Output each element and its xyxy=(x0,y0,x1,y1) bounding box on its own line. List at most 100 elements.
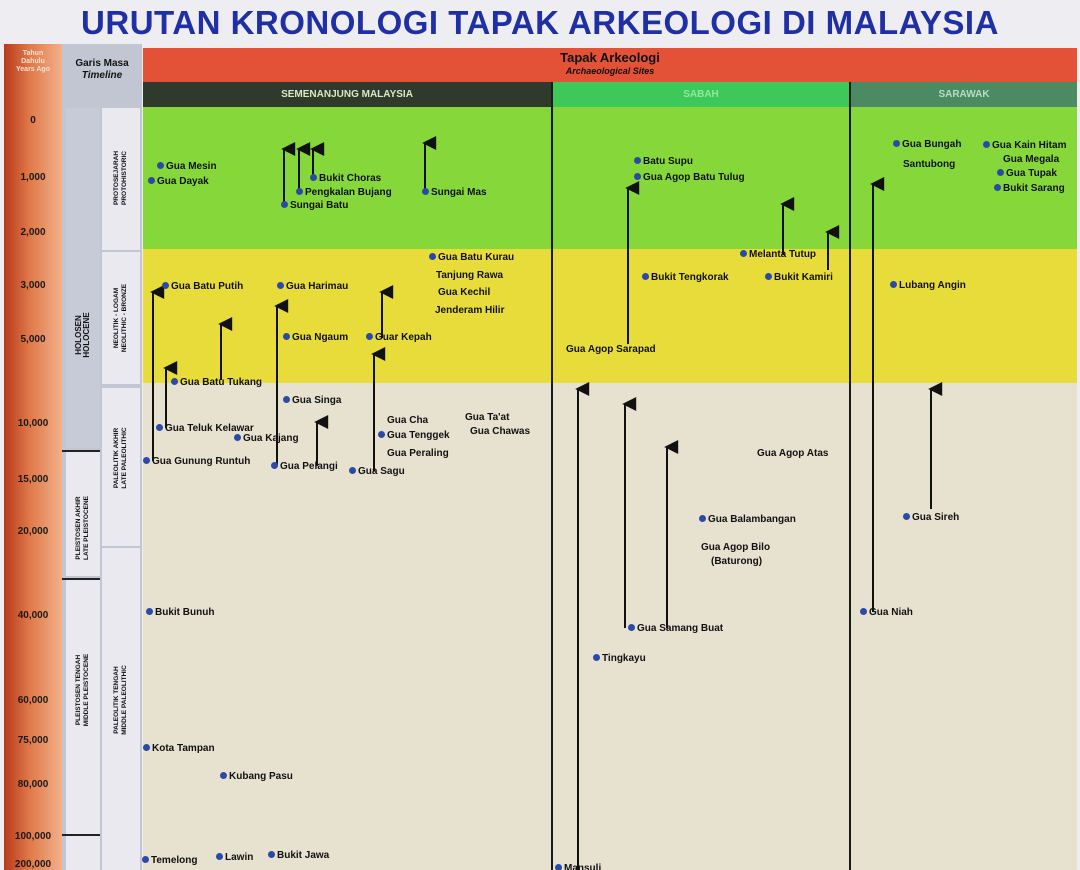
region-header-sarawak: SARAWAK xyxy=(851,82,1077,107)
site-dot-icon xyxy=(983,141,990,148)
site-marker: Bukit Tengkorak xyxy=(642,272,729,284)
site-dot-icon xyxy=(634,157,641,164)
period-box-neolithic xyxy=(102,252,140,384)
site-name: Bukit Tengkorak xyxy=(651,272,729,283)
site-marker: Tanjung Rawa xyxy=(436,270,503,282)
site-name: Gua Ngaum xyxy=(292,332,349,343)
site-name: Bukit Choras xyxy=(319,173,382,184)
year-tick: 75,000 xyxy=(17,735,49,746)
site-marker: Melanta Tutup xyxy=(740,249,816,261)
site-name: Tingkayu xyxy=(602,653,646,664)
site-dot-icon xyxy=(366,333,373,340)
site-marker: Bukit Jawa xyxy=(268,850,329,862)
site-dot-icon xyxy=(903,513,910,520)
site-name: Lawin xyxy=(225,852,254,863)
site-marker: Gua Chawas xyxy=(470,426,530,438)
site-marker: Gua Sagu xyxy=(349,466,405,478)
site-marker: Lubang Angin xyxy=(890,280,966,292)
site-dot-icon xyxy=(216,853,223,860)
site-marker: Sungai Batu xyxy=(281,200,348,212)
year-tick: 15,000 xyxy=(17,474,49,485)
site-name: Gua Niah xyxy=(869,607,913,618)
site-name: Gua Batu Putih xyxy=(171,281,244,292)
year-tick: 80,000 xyxy=(17,779,49,790)
site-name: Gua Megala xyxy=(1003,154,1060,165)
site-dot-icon xyxy=(146,608,153,615)
site-marker: Batu Supu xyxy=(634,156,693,168)
site-name: Gua Sagu xyxy=(358,466,405,477)
site-dot-icon xyxy=(148,177,155,184)
site-marker: Gua Sireh xyxy=(903,512,959,524)
site-name: Gua Pelangi xyxy=(280,461,338,472)
site-marker: Gua Ta'at xyxy=(465,412,509,424)
site-dot-icon xyxy=(283,396,290,403)
site-name: Gua Cha xyxy=(387,415,429,426)
site-marker: Sungai Mas xyxy=(422,187,487,199)
period-box-middle-paleolithic xyxy=(102,548,140,870)
site-dot-icon xyxy=(162,282,169,289)
site-dot-icon xyxy=(699,515,706,522)
period-box-protohistoric xyxy=(102,108,140,250)
site-marker: Tingkayu xyxy=(593,653,646,665)
site-name: Gua Agop Batu Tulug xyxy=(643,172,745,183)
site-marker: Bukit Bunuh xyxy=(146,607,214,619)
site-dot-icon xyxy=(429,253,436,260)
period-box-late-paleolithic xyxy=(102,388,140,546)
year-tick: 100,000 xyxy=(14,831,52,842)
site-dot-icon xyxy=(765,273,772,280)
year-tick: 10,000 xyxy=(17,418,49,429)
year-tick: 200,000 xyxy=(14,859,52,870)
timeline-header: Garis Masa Timeline xyxy=(64,58,140,82)
site-dot-icon xyxy=(143,744,150,751)
site-dot-icon xyxy=(555,864,562,870)
site-dot-icon xyxy=(277,282,284,289)
site-name: Temelong xyxy=(151,855,198,866)
site-dot-icon xyxy=(994,184,1001,191)
site-name: Pengkalan Bujang xyxy=(305,187,392,198)
site-marker: Gua Kain Hitam xyxy=(983,140,1066,152)
site-marker: Gua Gunung Runtuh xyxy=(143,456,250,468)
site-name: Gua Chawas xyxy=(470,426,531,437)
site-marker: Gua Singa xyxy=(283,395,341,407)
site-name: Gua Balambangan xyxy=(708,514,796,525)
site-name: Gua Tenggek xyxy=(387,430,450,441)
site-marker: Gua Dayak xyxy=(148,176,209,188)
site-name: Mansuli xyxy=(564,863,602,870)
site-marker: Gua Agop Batu Tulug xyxy=(634,172,745,184)
site-marker: Gua Mesin xyxy=(157,161,217,173)
site-marker: Gua Tenggek xyxy=(378,430,450,442)
site-marker: Gua Batu Kurau xyxy=(429,252,514,264)
site-marker: (Baturong) xyxy=(711,556,762,568)
site-marker: Gua Kechil xyxy=(438,287,490,299)
site-name: Gua Bungah xyxy=(902,139,962,150)
site-marker: Gua Batu Putih xyxy=(162,281,243,293)
site-name: Gua Batu Kurau xyxy=(438,252,515,263)
site-name: Batu Supu xyxy=(643,156,693,167)
site-marker: Temelong xyxy=(142,855,197,867)
year-tick: 20,000 xyxy=(17,526,49,537)
site-dot-icon xyxy=(156,424,163,431)
site-dot-icon xyxy=(283,333,290,340)
site-marker: Gua Agop Sarapad xyxy=(566,344,656,356)
site-dot-icon xyxy=(268,851,275,858)
site-marker: Bukit Kamiri xyxy=(765,272,833,284)
year-tick: 1,000 xyxy=(20,172,46,183)
site-name: Sungai Batu xyxy=(290,200,349,211)
site-dot-icon xyxy=(171,378,178,385)
site-dot-icon xyxy=(143,457,150,464)
site-name: Gua Batu Tukang xyxy=(180,377,263,388)
site-name: Gua Teluk Kelawar xyxy=(165,423,254,434)
site-marker: Jenderam Hilir xyxy=(435,305,504,317)
site-marker: Gua Kajang xyxy=(234,433,299,445)
epoch-divider xyxy=(62,578,100,580)
region-divider xyxy=(551,82,553,870)
site-dot-icon xyxy=(349,467,356,474)
year-tick: 5,000 xyxy=(20,334,46,345)
site-marker: Gua Ngaum xyxy=(283,332,348,344)
site-name: Gua Peraling xyxy=(387,448,449,459)
sites-header-bar xyxy=(143,48,1077,82)
site-dot-icon xyxy=(234,434,241,441)
years-ago-header: Tahun Dahulu Years Ago xyxy=(6,50,60,74)
site-name: Gua Ta'at xyxy=(465,412,510,423)
